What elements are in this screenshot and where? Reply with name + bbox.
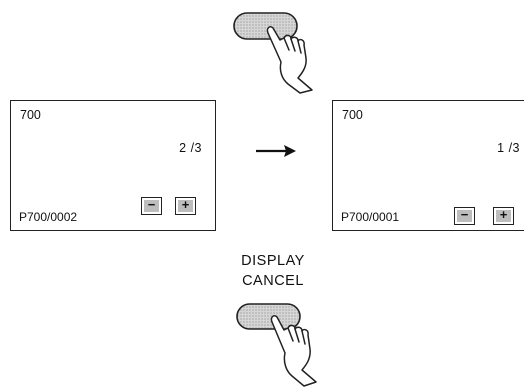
folder-number: 700 [20,108,41,122]
file-number: P700/0001 [341,210,400,224]
minus-icon: − [460,207,469,222]
display-cancel-oval-button[interactable] [236,303,301,330]
plus-icon: + [181,197,190,212]
page-indicator: 2 /3 [179,141,202,155]
minus-button[interactable]: − [454,207,475,225]
file-number: P700/0002 [19,210,78,224]
folder-number: 700 [342,108,363,122]
plus-button[interactable]: + [175,197,196,215]
display-screen-before: 700 2 /3 P700/0002 − + [10,100,216,231]
display-cancel-label-line1: DISPLAY [241,253,305,269]
display-screen-after: 700 1 /3 P700/0001 − + [332,100,524,231]
minus-icon: − [147,197,156,212]
page-indicator: 1 /3 [497,141,520,155]
plus-button[interactable]: + [493,207,514,225]
minus-button[interactable]: − [141,197,162,215]
display-cancel-label-line2: CANCEL [242,273,304,289]
plus-icon: + [499,207,508,222]
top-hand-icon [266,26,313,94]
bottom-hand-icon [270,315,317,387]
top-oval-button[interactable] [233,12,298,40]
right-arrow-icon [256,145,296,157]
